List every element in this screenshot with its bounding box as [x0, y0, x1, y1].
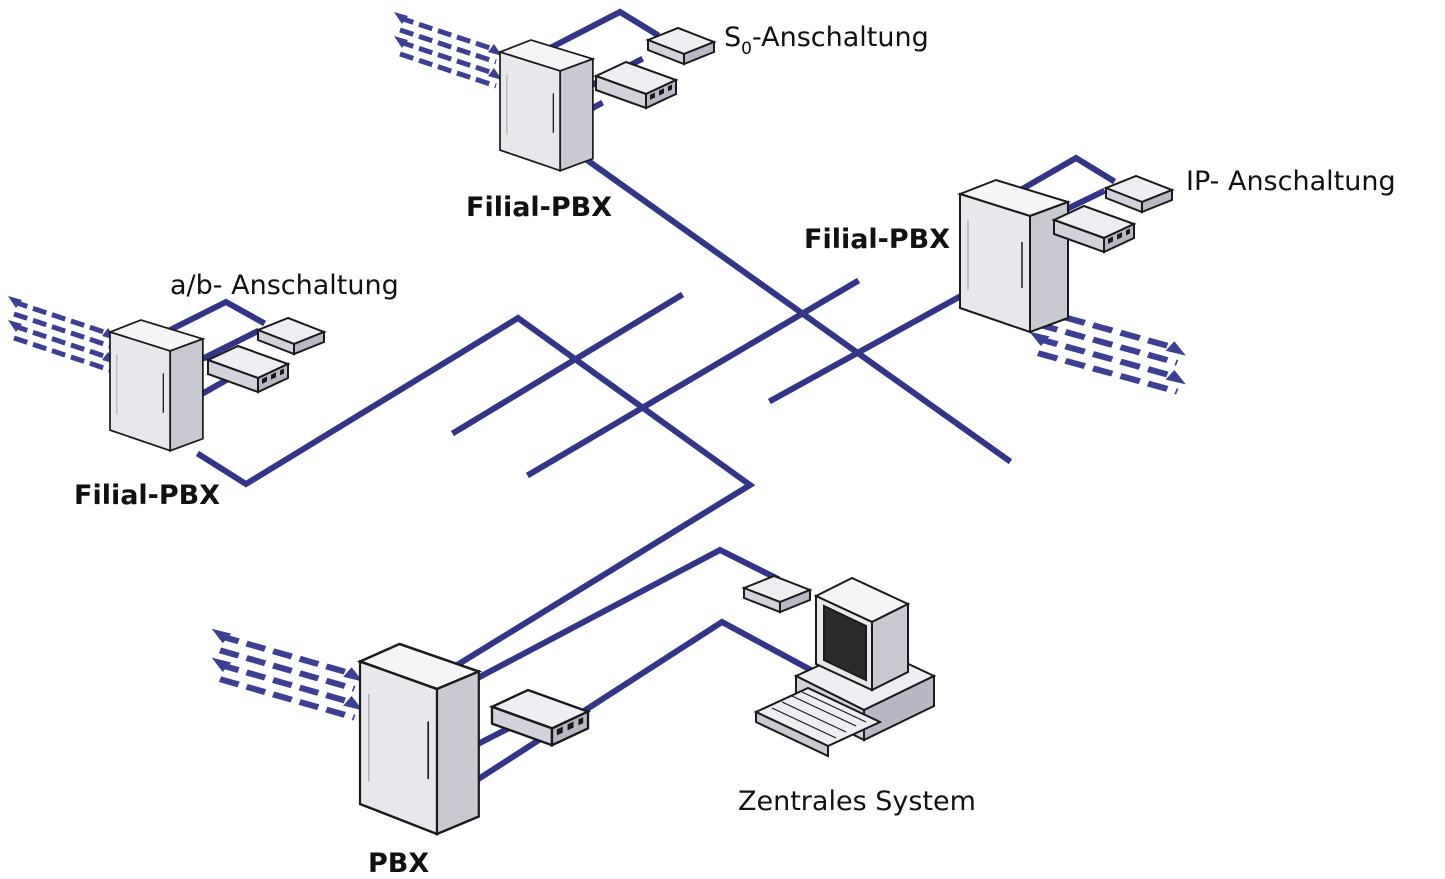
ip-adapter-small-icon — [1105, 175, 1173, 213]
line-segment-2 — [525, 277, 861, 479]
right-branch-trunk — [767, 275, 995, 405]
filial-pbx-top-label: Filial-PBX — [466, 192, 612, 223]
filial-pbx-left-label: Filial-PBX — [74, 480, 220, 511]
arrows-top-icon — [394, 12, 502, 86]
pbx-link-1 — [431, 546, 781, 705]
ip-anschaltung-label: IP- Anschaltung — [1186, 166, 1396, 197]
central-system-label: Zentrales System — [738, 786, 976, 817]
network-lines — [155, 8, 1117, 783]
left-link-1 — [155, 298, 267, 340]
pbx-adapter-small-icon — [743, 575, 811, 613]
arrows-left-icon — [8, 296, 116, 370]
s0-adapter-box-icon — [595, 61, 677, 109]
top-link-1 — [545, 8, 661, 53]
s0-anschaltung-label: S0-Anschaltung — [724, 22, 929, 59]
top-branch-trunk — [575, 150, 1013, 465]
pbx-label: PBX — [368, 848, 429, 879]
filial-pbx-left-cabinet-icon — [109, 319, 204, 452]
right-link-1 — [1005, 154, 1117, 201]
left-branch-trunk — [195, 314, 756, 683]
pbx-cabinet-icon — [358, 642, 481, 836]
ab-adapter-small-icon — [257, 317, 325, 355]
filial-pbx-right-cabinet-icon — [959, 179, 1069, 333]
arrows-pbx-icon — [212, 629, 363, 718]
filial-pbx-top-cabinet-icon — [499, 39, 594, 172]
line-segment-1 — [450, 291, 685, 437]
left-link-2 — [191, 327, 261, 367]
pbx-adapter-box-icon — [490, 688, 590, 747]
ab-anschaltung-label: a/b- Anschaltung — [170, 270, 399, 301]
central-computer-icon — [753, 576, 937, 758]
filial-pbx-right-label: Filial-PBX — [804, 224, 950, 255]
